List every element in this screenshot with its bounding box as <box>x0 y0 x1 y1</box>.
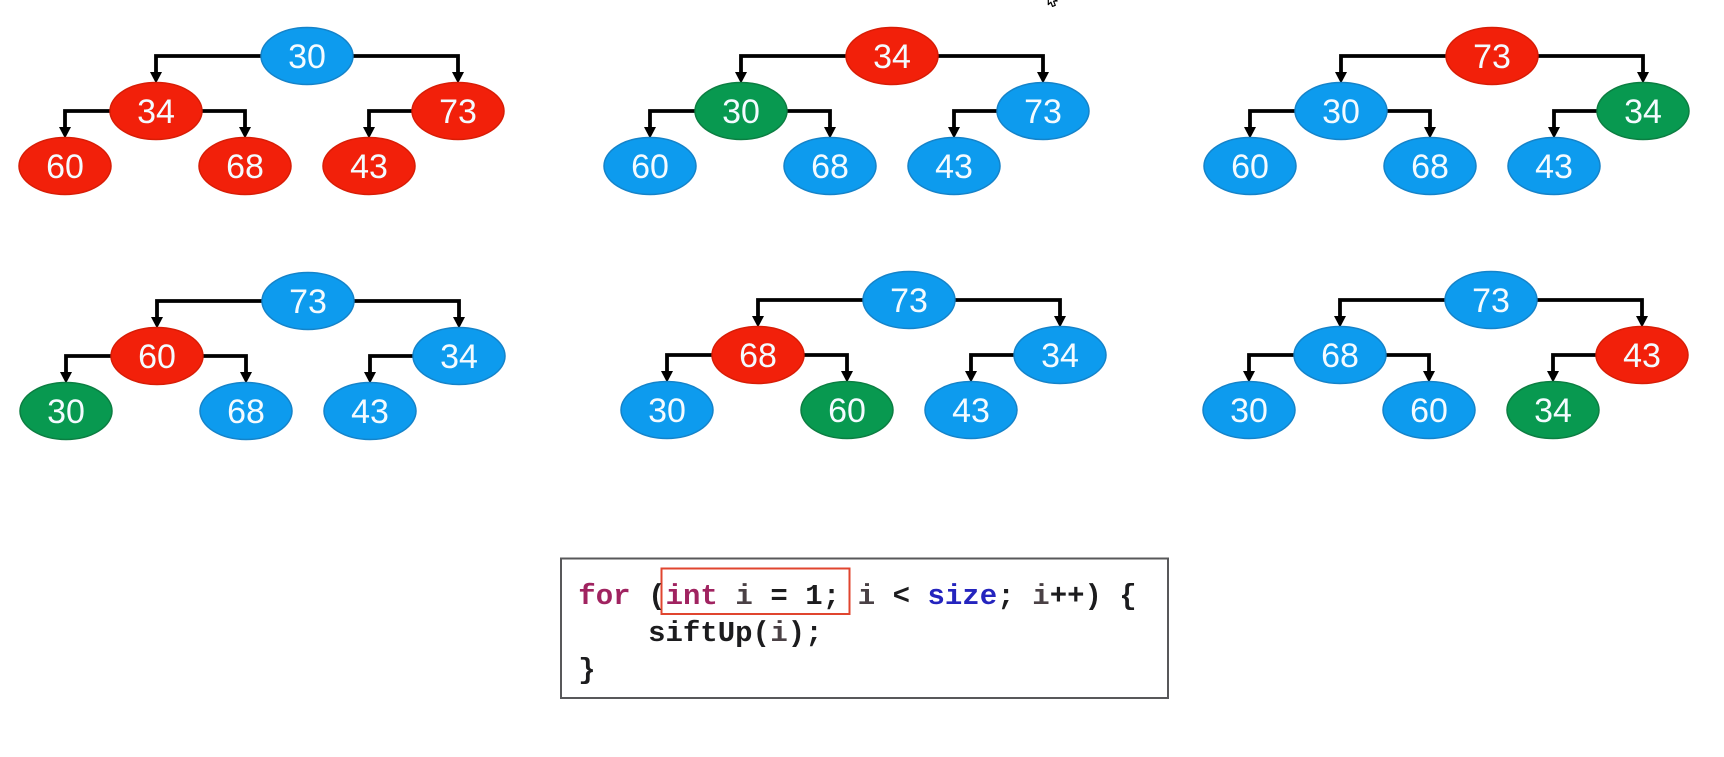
svg-text:73: 73 <box>439 93 477 131</box>
svg-text:73: 73 <box>1473 38 1511 76</box>
svg-text:=: = <box>770 580 787 613</box>
svg-text:<: < <box>893 580 910 613</box>
svg-text:30: 30 <box>1230 392 1268 430</box>
svg-text:30: 30 <box>722 93 760 131</box>
svg-text:43: 43 <box>1623 337 1661 375</box>
svg-text:43: 43 <box>1535 148 1573 186</box>
svg-text:size: size <box>928 580 998 613</box>
svg-text:68: 68 <box>1321 337 1359 375</box>
svg-text:60: 60 <box>1410 392 1448 430</box>
svg-text:34: 34 <box>1624 93 1662 131</box>
svg-text:);: ); <box>788 617 823 650</box>
svg-text:43: 43 <box>935 148 973 186</box>
svg-text:int: int <box>666 580 718 613</box>
svg-text:68: 68 <box>1411 148 1449 186</box>
svg-text:30: 30 <box>648 392 686 430</box>
svg-text:60: 60 <box>1231 148 1269 186</box>
svg-text:60: 60 <box>631 148 669 186</box>
svg-text:68: 68 <box>739 337 777 375</box>
svg-text:60: 60 <box>138 338 176 376</box>
svg-text:73: 73 <box>890 282 928 320</box>
svg-text:60: 60 <box>828 392 866 430</box>
svg-text:73: 73 <box>1472 282 1510 320</box>
svg-text:;: ; <box>997 580 1014 613</box>
svg-text:34: 34 <box>440 338 478 376</box>
svg-text:i: i <box>735 580 752 613</box>
svg-text:68: 68 <box>226 148 264 186</box>
svg-text:43: 43 <box>350 148 388 186</box>
svg-text:34: 34 <box>1041 337 1079 375</box>
svg-text:i: i <box>770 617 787 650</box>
svg-text:(: ( <box>648 580 665 613</box>
svg-text:60: 60 <box>46 148 84 186</box>
svg-text:1;: 1; <box>805 580 840 613</box>
svg-text:43: 43 <box>351 393 389 431</box>
svg-text:siftUp(: siftUp( <box>648 617 770 650</box>
svg-text:for: for <box>578 580 630 613</box>
svg-text:30: 30 <box>288 38 326 76</box>
svg-text:}: } <box>578 654 595 687</box>
svg-text:34: 34 <box>1534 392 1572 430</box>
svg-text:i: i <box>858 580 875 613</box>
svg-text:30: 30 <box>1322 93 1360 131</box>
svg-text:68: 68 <box>811 148 849 186</box>
svg-text:73: 73 <box>289 283 327 321</box>
svg-text:68: 68 <box>227 393 265 431</box>
svg-text:34: 34 <box>137 93 175 131</box>
svg-text:30: 30 <box>47 393 85 431</box>
svg-text:++) {: ++) { <box>1050 580 1137 613</box>
svg-text:i: i <box>1032 580 1049 613</box>
svg-text:73: 73 <box>1024 93 1062 131</box>
svg-text:34: 34 <box>873 38 911 76</box>
svg-text:43: 43 <box>952 392 990 430</box>
